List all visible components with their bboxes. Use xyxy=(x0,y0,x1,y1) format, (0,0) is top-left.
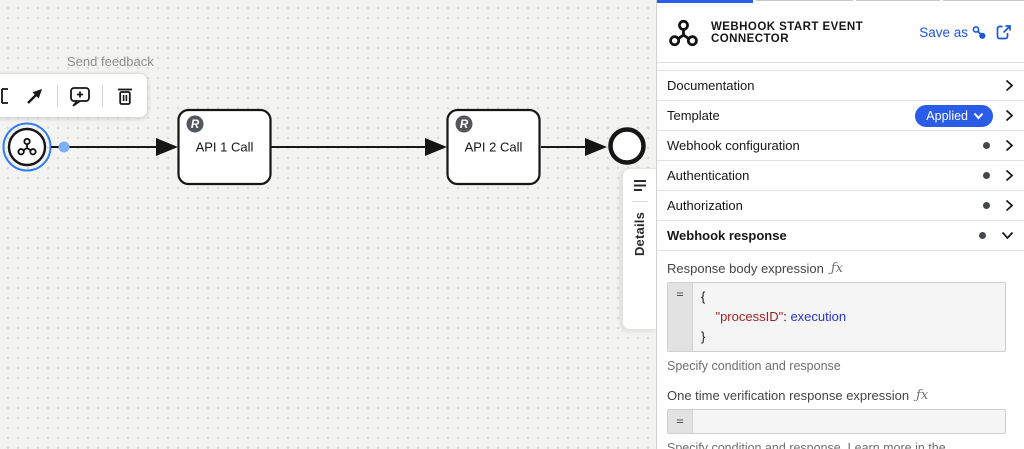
one-time-verification-label: One time verification response expressio… xyxy=(667,388,1006,403)
connect-tool-button[interactable] xyxy=(23,83,49,109)
trash-icon xyxy=(118,88,132,105)
chevron-right-icon xyxy=(1005,169,1014,182)
rest-connector-icon xyxy=(186,115,204,133)
toolbar-divider xyxy=(57,84,59,107)
section-label: Template xyxy=(667,108,720,123)
filled-dot-indicator xyxy=(979,232,986,239)
code-brace: { xyxy=(701,289,706,304)
one-time-verification-input[interactable] xyxy=(693,410,1005,433)
section-authorization[interactable]: Authorization xyxy=(657,191,1024,221)
response-body-expression-editor[interactable]: = { "processID": execution } xyxy=(667,282,1006,352)
code-editor-area[interactable]: { "processID": execution } xyxy=(693,283,1005,351)
task-api-2-call[interactable]: R API 2 Call xyxy=(446,108,541,186)
tab-divider xyxy=(631,201,648,202)
section-label: Webhook configuration xyxy=(667,138,800,153)
rest-icon-letter: R xyxy=(460,119,469,131)
badge-label: Applied xyxy=(926,108,968,123)
context-pad-toolbar xyxy=(0,73,148,118)
one-time-verification-editor[interactable]: = xyxy=(667,409,1006,434)
append-element-button[interactable] xyxy=(0,83,18,109)
code-value-token: execution xyxy=(790,309,847,324)
task-api-1-call[interactable]: R API 1 Call xyxy=(177,108,272,186)
feel-equals-gutter: = xyxy=(668,410,693,433)
webhook-icon xyxy=(669,19,698,46)
chevron-down-icon xyxy=(973,112,984,120)
task-label: API 1 Call xyxy=(196,140,254,155)
filled-dot-indicator xyxy=(983,172,990,179)
section-template[interactable]: Template Applied xyxy=(657,101,1024,131)
code-colon: : xyxy=(783,309,791,324)
bpmn-canvas[interactable]: Send feedback xyxy=(0,0,656,449)
section-authentication[interactable]: Authentication xyxy=(657,161,1024,191)
section-webhook-configuration[interactable]: Webhook configuration xyxy=(657,131,1024,161)
end-event[interactable] xyxy=(608,127,646,165)
feel-equals-gutter: = xyxy=(668,283,693,351)
filled-dot-indicator xyxy=(983,202,990,209)
code-indent xyxy=(701,309,715,324)
delete-button[interactable] xyxy=(112,83,138,109)
header-actions: Save as xyxy=(919,24,1012,41)
details-list-icon xyxy=(633,180,646,191)
tab-indicator[interactable] xyxy=(943,0,1024,1)
chevron-right-icon xyxy=(1005,199,1014,212)
toolbar-divider xyxy=(102,84,103,107)
one-time-helper-text: Specify condition and response. Learn mo… xyxy=(667,440,1006,449)
chevron-right-icon xyxy=(1005,79,1014,92)
details-tab-label: Details xyxy=(632,212,647,257)
start-event-webhook[interactable] xyxy=(2,122,52,172)
section-label: Documentation xyxy=(667,78,755,93)
details-tab[interactable]: Details xyxy=(622,168,656,330)
response-body-helper-text: Specify condition and response xyxy=(667,359,841,373)
tab-indicator[interactable] xyxy=(756,0,853,1)
code-brace: } xyxy=(701,329,706,344)
section-label: Authorization xyxy=(667,198,743,213)
connect-arrow-icon xyxy=(27,88,43,104)
link-node-icon xyxy=(972,25,986,39)
helper-text: Specify condition and response. Learn mo… xyxy=(667,441,946,449)
add-comment-button[interactable] xyxy=(67,83,93,109)
response-body-expression-label: Response body expression ƒx xyxy=(667,261,1006,276)
bpmn-diagram: R API 1 Call R API 2 Call xyxy=(2,108,646,186)
flow-waypoint-dot[interactable] xyxy=(58,141,70,153)
panel-sections: Documentation Template Applied Webh xyxy=(657,70,1024,251)
rest-connector-icon xyxy=(455,115,473,133)
send-feedback-label[interactable]: Send feedback xyxy=(67,54,154,69)
field-label-text: One time verification response expressio… xyxy=(667,388,910,403)
task-label: API 2 Call xyxy=(465,140,523,155)
webhook-response-content: Response body expression ƒx = { "process… xyxy=(657,251,1024,449)
add-comment-icon xyxy=(70,86,90,106)
section-label: Authentication xyxy=(667,168,750,183)
tab-indicator-active[interactable] xyxy=(657,0,753,3)
chevron-right-icon xyxy=(1005,109,1014,122)
field-label-text: Response body expression xyxy=(667,261,824,276)
chevron-right-icon xyxy=(1005,139,1014,152)
append-element-icon xyxy=(0,87,8,104)
feel-fx-icon: ƒx xyxy=(916,388,929,403)
section-label: Webhook response xyxy=(667,228,787,243)
panel-header: WEBHOOK START EVENT CONNECTOR Save as xyxy=(657,3,1024,63)
rest-icon-letter: R xyxy=(191,119,200,131)
selection-ring xyxy=(2,122,52,172)
tab-indicator[interactable] xyxy=(856,0,940,1)
external-link-icon[interactable] xyxy=(995,24,1012,41)
panel-tabstrip xyxy=(657,0,1024,3)
properties-panel: WEBHOOK START EVENT CONNECTOR Save as xyxy=(656,0,1024,449)
section-webhook-response[interactable]: Webhook response xyxy=(657,221,1024,251)
template-applied-badge[interactable]: Applied xyxy=(915,104,993,127)
chevron-down-icon xyxy=(1001,231,1014,240)
save-as-button[interactable]: Save as xyxy=(919,25,987,41)
feel-fx-icon: ƒx xyxy=(830,261,843,276)
panel-title: WEBHOOK START EVENT CONNECTOR xyxy=(711,20,864,45)
filled-dot-indicator xyxy=(983,142,990,149)
code-key-token: "processID" xyxy=(715,309,784,324)
section-documentation[interactable]: Documentation xyxy=(657,71,1024,101)
save-as-label: Save as xyxy=(919,25,968,40)
